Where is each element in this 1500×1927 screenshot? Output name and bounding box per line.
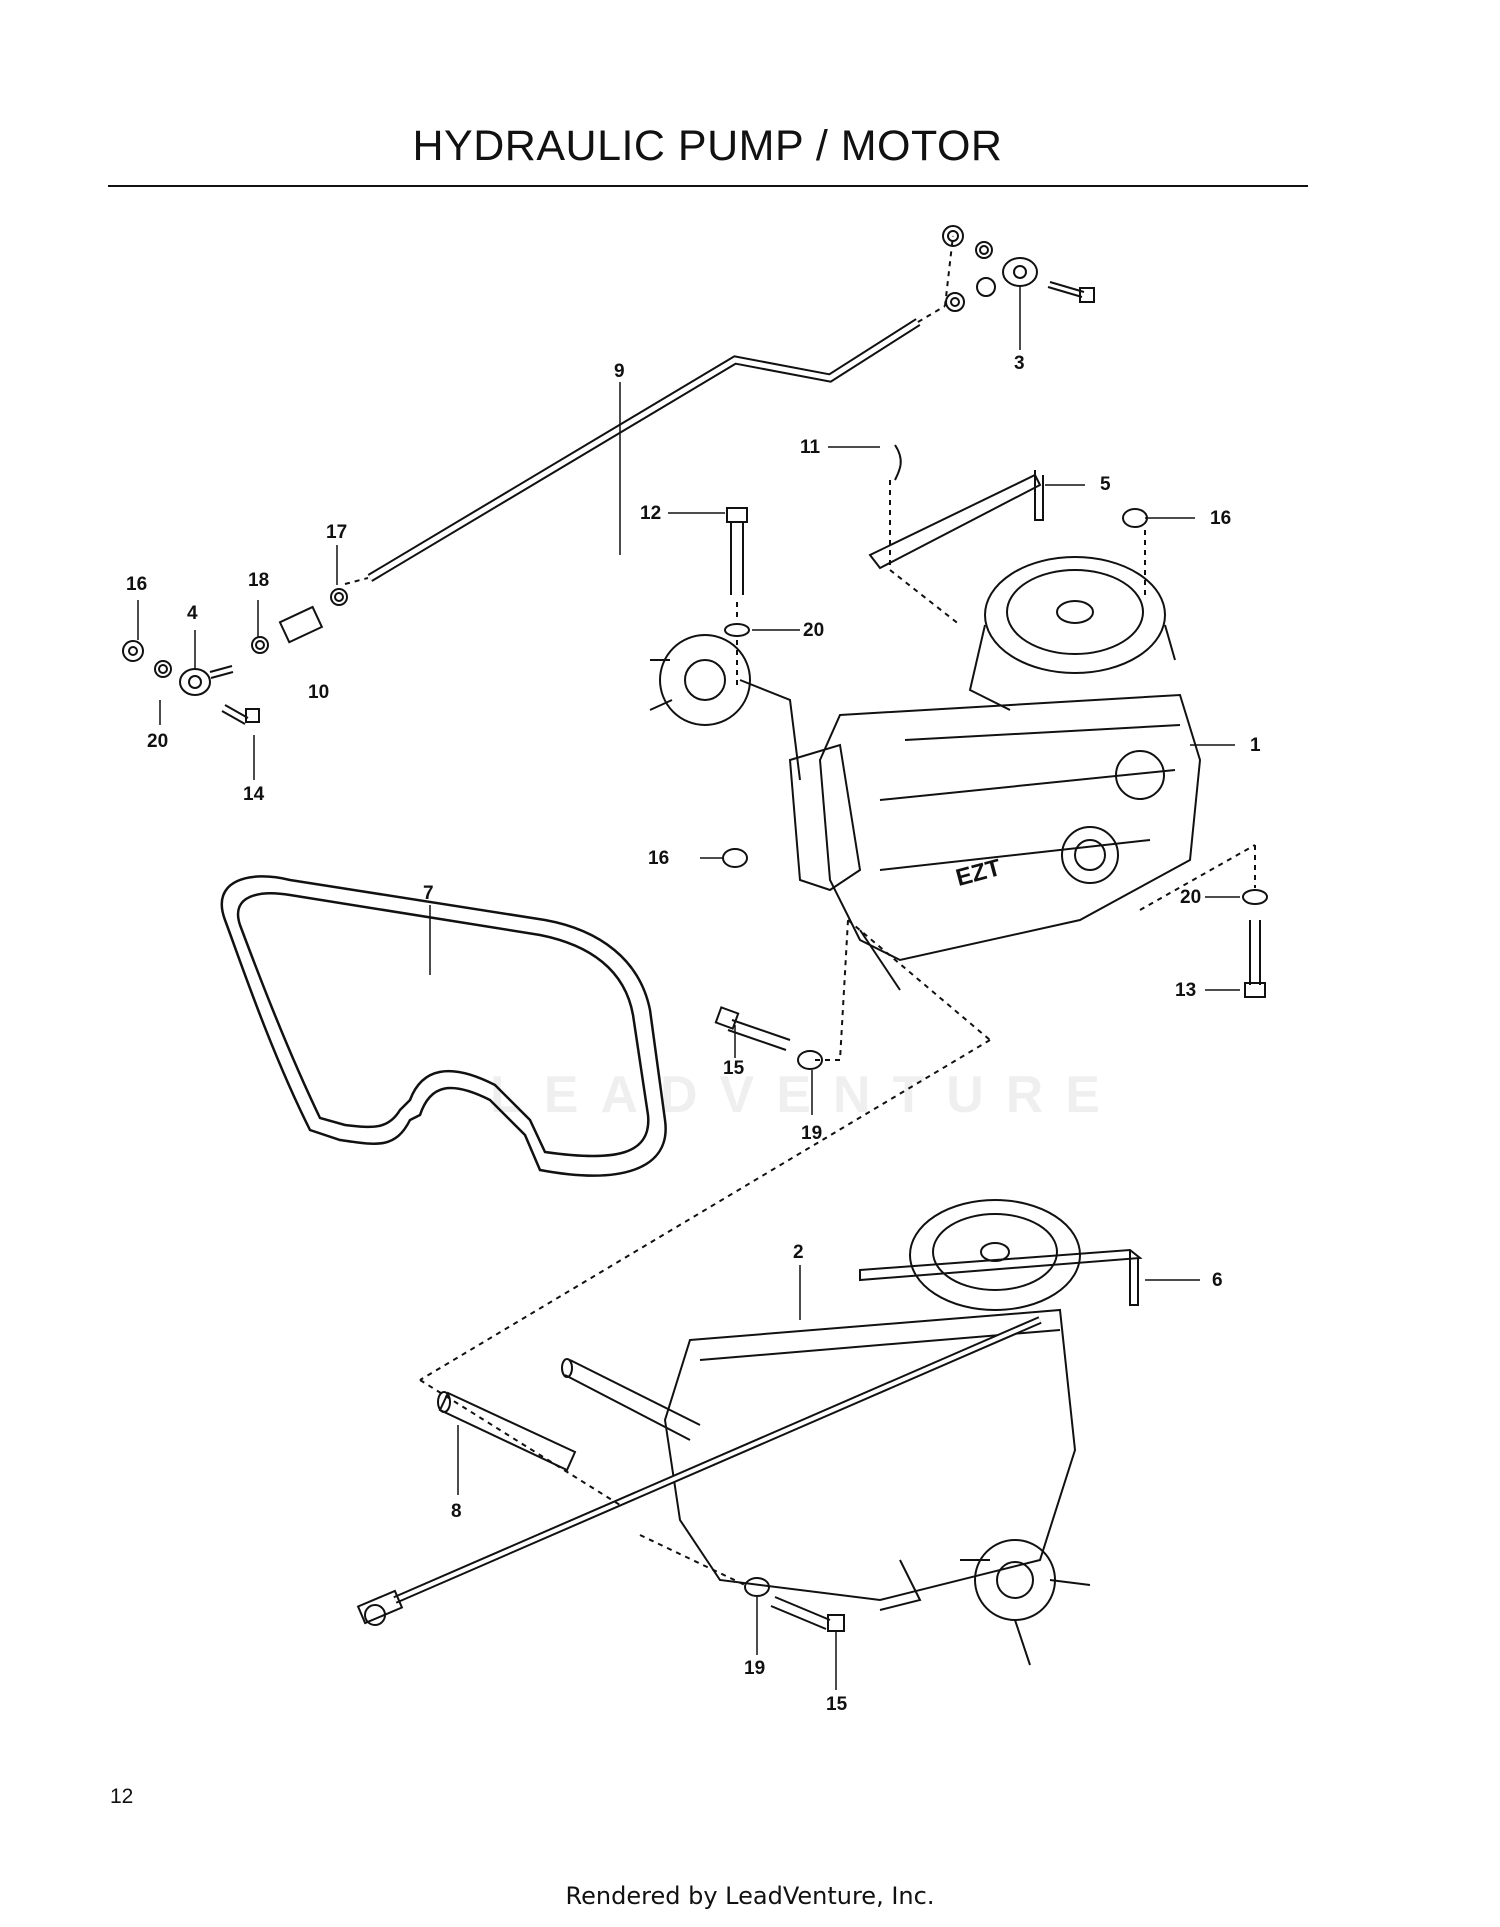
callout-16-left: 16	[126, 574, 147, 595]
pump-motor-assembly-part-1: EZT	[649, 556, 1202, 991]
callout-12: 12	[640, 503, 661, 524]
control-rod-lower	[356, 1316, 1042, 1626]
callout-19-bottom: 19	[744, 1658, 765, 1679]
pump-motor-assembly-part-2	[663, 1199, 1143, 1666]
watermark-text: LEADVENTURE	[490, 1066, 1123, 1124]
callout-18: 18	[248, 570, 269, 591]
title-divider	[108, 185, 1308, 187]
callout-7: 7	[423, 883, 434, 904]
bolt-washer-nut-center	[722, 507, 1148, 868]
bolt-washer-bottom	[639, 1534, 845, 1632]
callout-1: 1	[1250, 735, 1261, 756]
callout-20-left: 20	[147, 731, 168, 752]
rod-end-hardware-top	[942, 225, 1095, 312]
svg-text:EZT: EZT	[953, 854, 1004, 892]
footer-credit: Rendered by LeadVenture, Inc.	[565, 1882, 935, 1910]
callout-14: 14	[243, 784, 265, 805]
callout-20-center: 20	[803, 620, 824, 641]
callout-3: 3	[1014, 353, 1025, 374]
callout-15-bottom: 15	[826, 1694, 848, 1715]
callout-20-right: 20	[1180, 887, 1201, 908]
bolt-washer-right	[1139, 844, 1268, 998]
callout-8: 8	[451, 1501, 462, 1522]
tube-part-8	[437, 1358, 701, 1472]
control-rod-part-9	[344, 305, 946, 585]
drive-belt-part-7	[220, 875, 667, 1177]
callout-4: 4	[187, 603, 198, 624]
bracket-part-5	[868, 444, 1146, 626]
callout-11: 11	[800, 437, 821, 458]
callout-19-top: 19	[801, 1123, 822, 1144]
page-number: 12	[110, 1785, 134, 1808]
callout-2: 2	[793, 1242, 804, 1263]
bolt-washer-middle	[419, 919, 991, 1381]
callout-6: 6	[1212, 1270, 1223, 1291]
callout-17: 17	[326, 522, 347, 543]
page-title: HYDRAULIC PUMP / MOTOR	[412, 122, 1003, 170]
callout-labels: 9 3 11 5 12 16 17 18 16 4 20 10 20 1 14 …	[126, 353, 1261, 1715]
callout-leaders	[137, 286, 1240, 1690]
dashed-guide-lines	[419, 235, 954, 1506]
callout-15-top: 15	[723, 1058, 745, 1079]
rod-end-hardware-left	[122, 588, 348, 725]
callout-13: 13	[1175, 980, 1196, 1001]
callout-16-right: 16	[1210, 508, 1231, 529]
callout-16-center: 16	[648, 848, 669, 869]
callout-9: 9	[614, 361, 625, 382]
callout-5: 5	[1100, 474, 1111, 495]
callout-10: 10	[308, 682, 329, 703]
